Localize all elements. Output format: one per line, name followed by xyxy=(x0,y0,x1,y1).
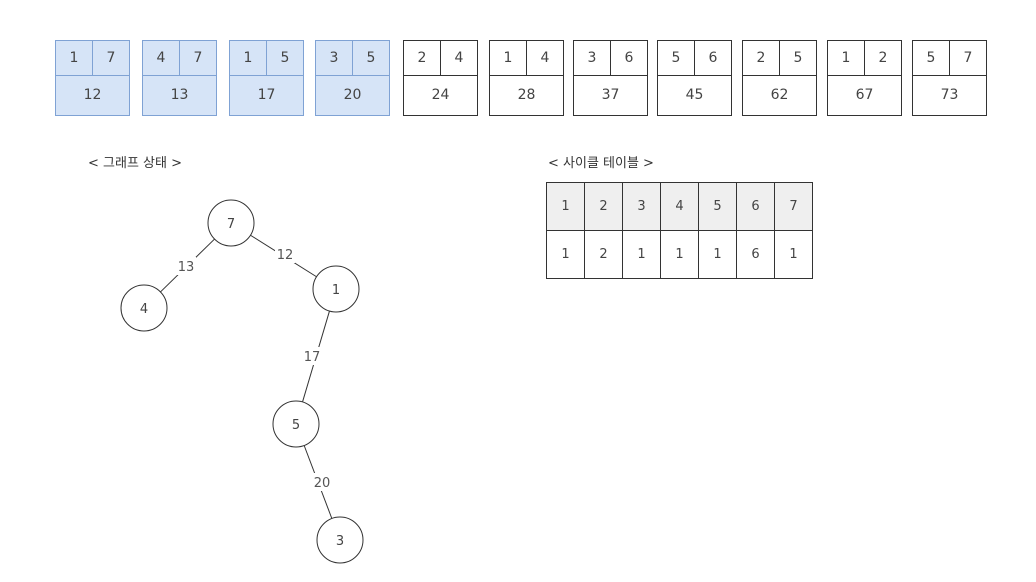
cycle-table-node-cell: 5 xyxy=(698,182,737,231)
graph-node-label: 4 xyxy=(140,302,148,317)
graph-node-circle xyxy=(207,199,255,247)
graph-link-label-background xyxy=(312,473,332,491)
edge-weight: 62 xyxy=(770,87,789,103)
edge-to: 5 xyxy=(366,50,376,66)
edge-weight: 13 xyxy=(170,87,189,103)
edge-to: 4 xyxy=(540,50,550,66)
edge-from: 1 xyxy=(56,41,93,75)
cycle-table-parent-cell: 1 xyxy=(622,230,661,279)
edge-from: 2 xyxy=(743,41,780,75)
edge-to: 7 xyxy=(106,50,116,66)
edge-from: 1 xyxy=(230,41,267,75)
cycle-table-node-cell: 6 xyxy=(736,182,775,231)
edge-weight: 37 xyxy=(601,87,620,103)
cycle-table-parent-cell: 2 xyxy=(584,230,623,279)
graph-node-label: 3 xyxy=(336,534,344,549)
graph-node-label: 5 xyxy=(292,418,300,433)
graph-node-circle xyxy=(316,516,364,564)
cycle-table-node-cell: 1 xyxy=(546,182,585,231)
cycle-table-parent-cell: 6 xyxy=(736,230,775,279)
edge-weight: 12 xyxy=(83,87,102,103)
edge-from: 5 xyxy=(658,41,695,75)
edge-from: 3 xyxy=(574,41,611,75)
graph-link-label-background xyxy=(275,245,295,263)
graph-node-circle xyxy=(312,265,360,313)
edge-weight: 20 xyxy=(343,87,362,103)
edge-from: 1 xyxy=(490,41,527,75)
edge-from: 5 xyxy=(913,41,950,75)
graph-section-label: < 그래프 상태 > xyxy=(88,156,182,171)
cycle-table-node-cell: 4 xyxy=(660,182,699,231)
edge-to: 5 xyxy=(280,50,290,66)
cycle-table-parent-cell: 1 xyxy=(774,230,813,279)
edge-weight: 67 xyxy=(855,87,874,103)
graph-node-label: 7 xyxy=(227,217,235,232)
cycle-table-node-cell: 2 xyxy=(584,182,623,231)
cycle-table-parent-cell: 1 xyxy=(698,230,737,279)
graph-link-weight: 12 xyxy=(277,248,294,263)
edge-weight: 28 xyxy=(517,87,536,103)
edge-to: 2 xyxy=(878,50,888,66)
graph-node-circle xyxy=(120,284,168,332)
graph-link-weight: 17 xyxy=(304,350,321,365)
edge-from: 1 xyxy=(828,41,865,75)
edge-to: 7 xyxy=(193,50,203,66)
graph-link-weight: 13 xyxy=(178,260,195,275)
cycle-table-parent-cell: 1 xyxy=(660,230,699,279)
cycle-table-node-cell: 7 xyxy=(774,182,813,231)
edge-to: 6 xyxy=(708,50,718,66)
cycle-table-node-cell: 3 xyxy=(622,182,661,231)
edge-to: 4 xyxy=(454,50,464,66)
edge-weight: 45 xyxy=(685,87,704,103)
edge-weight: 73 xyxy=(940,87,959,103)
graph-link-label-background xyxy=(302,347,322,365)
edge-weight: 24 xyxy=(431,87,450,103)
graph-node-label: 1 xyxy=(332,283,340,298)
graph-link-label-background xyxy=(176,257,196,275)
edge-from: 2 xyxy=(404,41,441,75)
graph-node-circle xyxy=(272,400,320,448)
cycle-table-label: < 사이클 테이블 > xyxy=(548,156,654,171)
graph-link-weight: 20 xyxy=(314,476,331,491)
edge-to: 6 xyxy=(624,50,634,66)
edge-weight: 17 xyxy=(257,87,276,103)
edge-from: 4 xyxy=(143,41,180,75)
edge-to: 7 xyxy=(963,50,973,66)
edge-from: 3 xyxy=(316,41,353,75)
cycle-table-parent-cell: 1 xyxy=(546,230,585,279)
edge-to: 5 xyxy=(793,50,803,66)
